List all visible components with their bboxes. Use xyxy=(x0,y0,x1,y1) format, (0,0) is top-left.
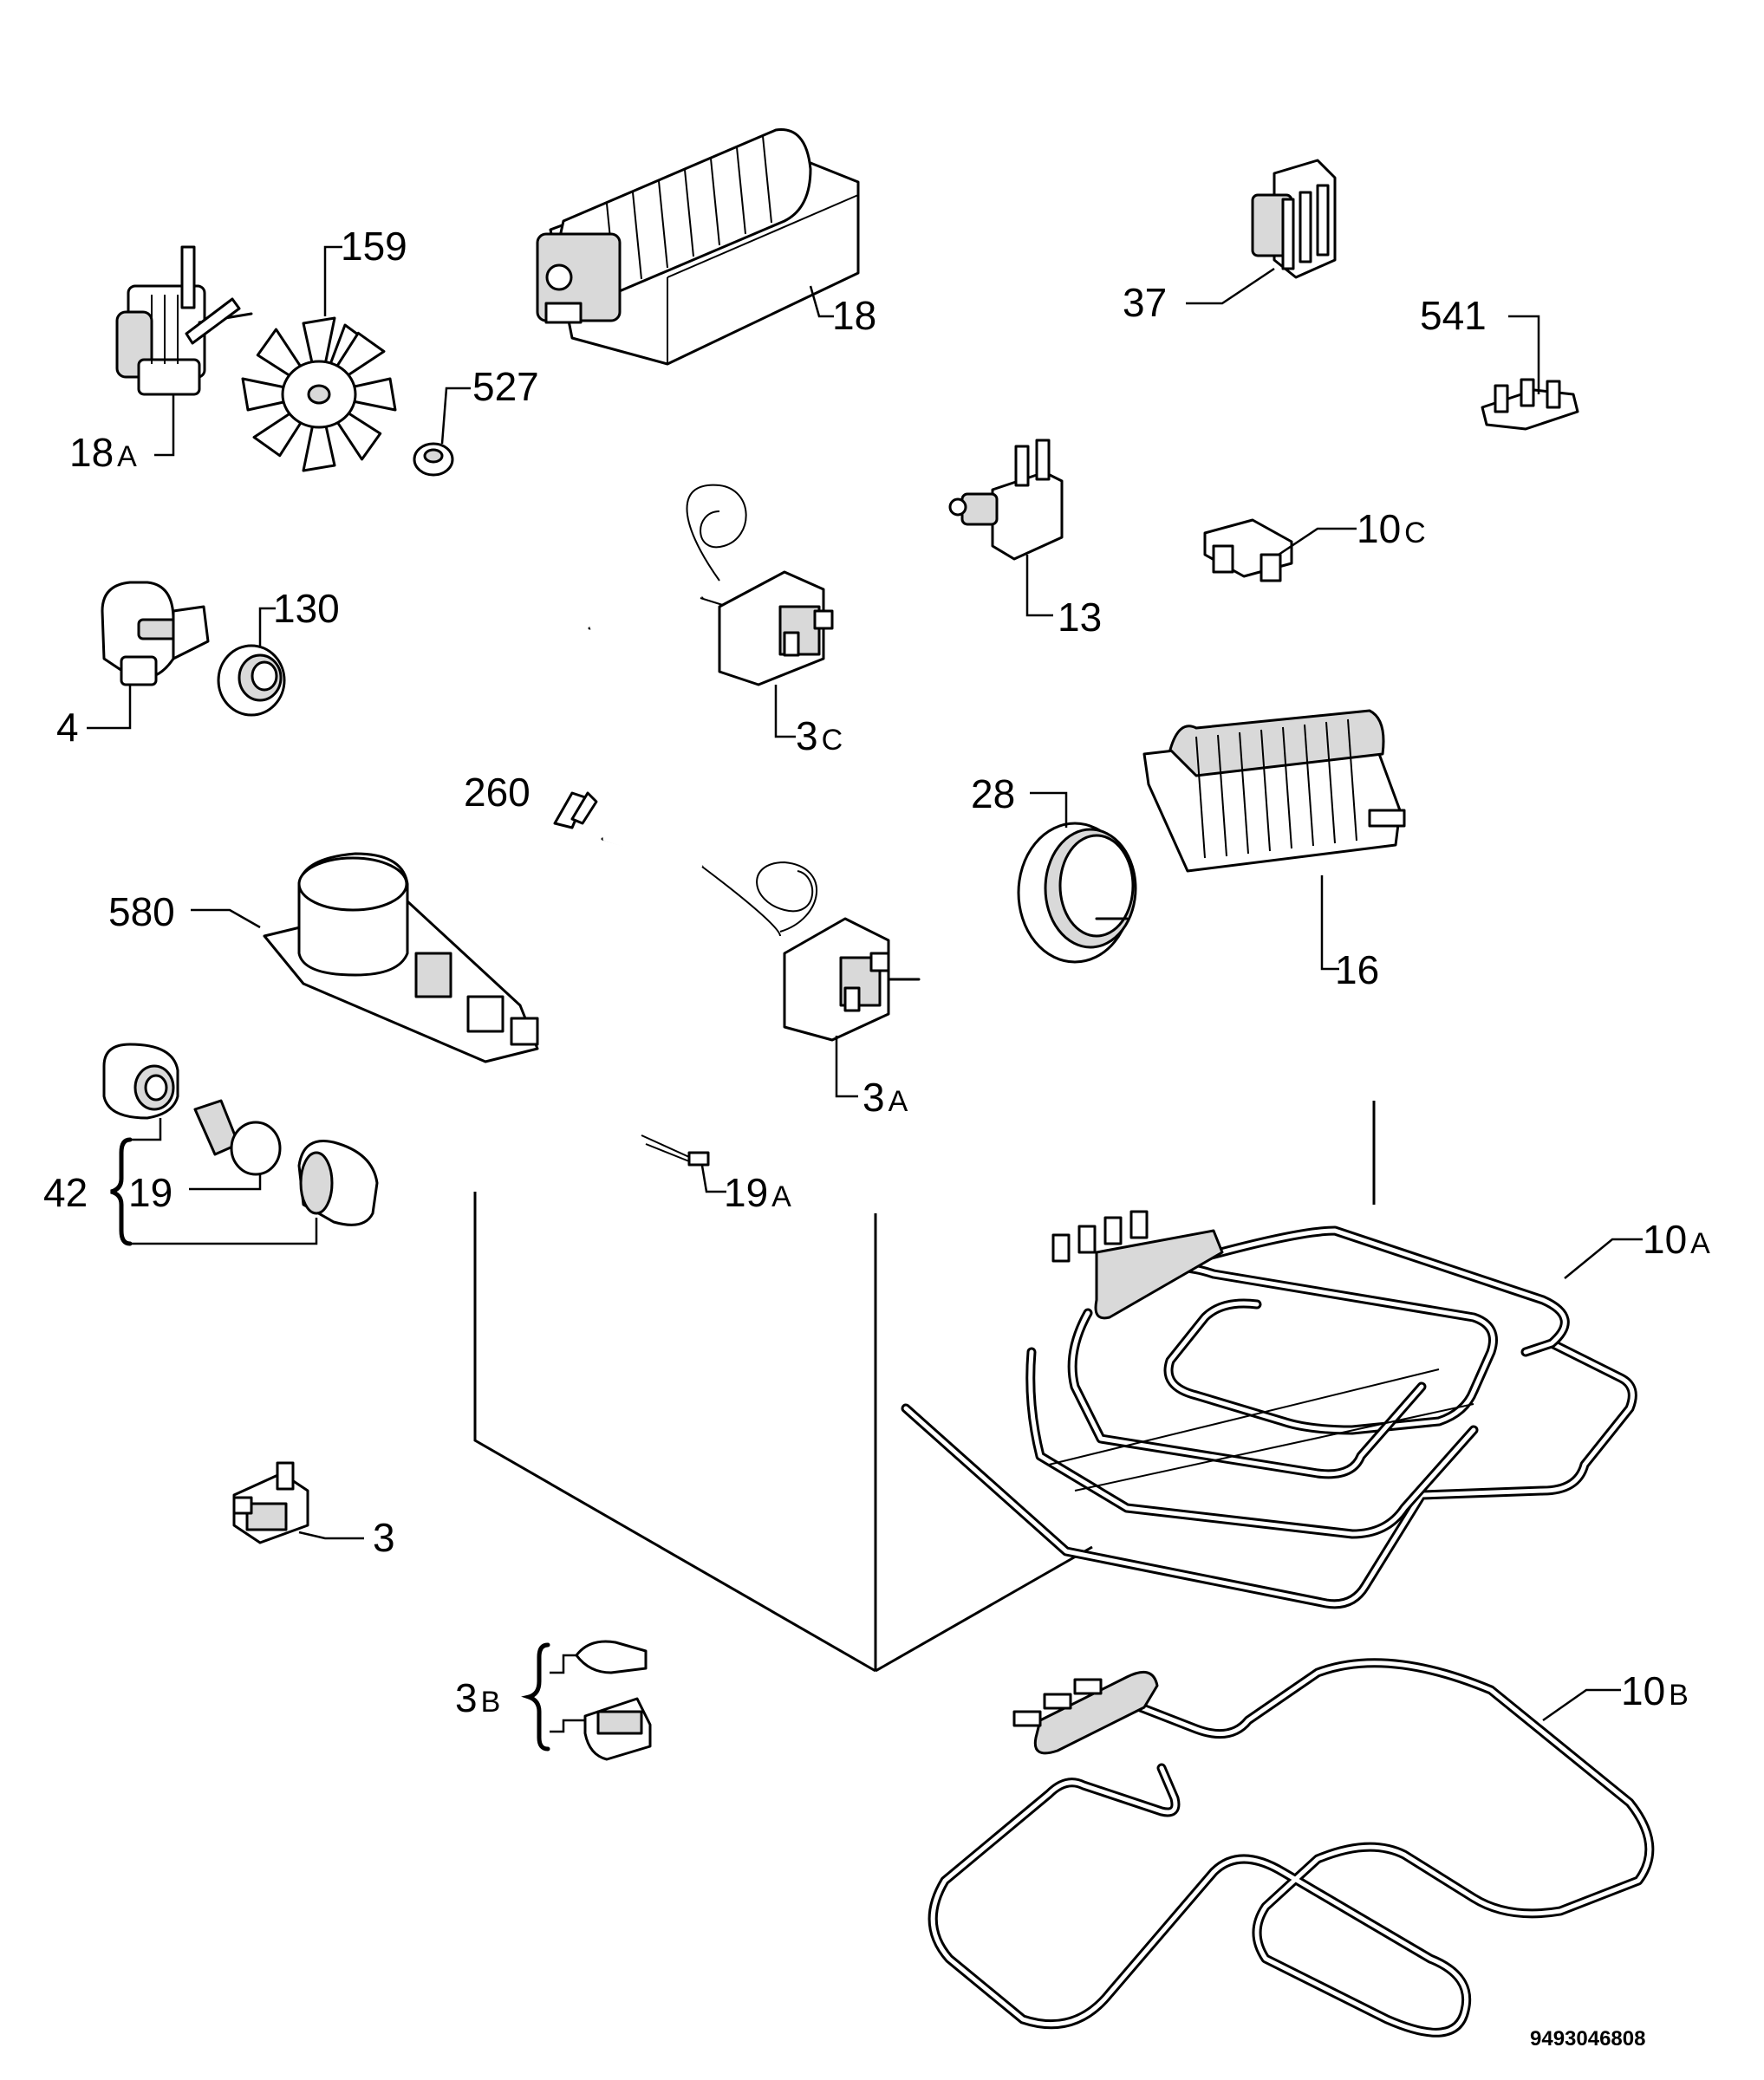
leader-3B-bottom xyxy=(550,1719,585,1733)
door-switch-part xyxy=(1251,159,1337,279)
leader-130 xyxy=(258,607,276,646)
leader-42-cover xyxy=(132,1218,318,1245)
spit-motor-part xyxy=(101,581,210,686)
fan-motor-part xyxy=(115,245,253,396)
leader-3C xyxy=(774,685,796,738)
label-4: 4 xyxy=(56,705,79,750)
lamp-socket-part xyxy=(102,1043,179,1120)
label-13: 13 xyxy=(1058,595,1102,640)
label-3: 3 xyxy=(373,1515,395,1560)
clip-part xyxy=(553,791,598,829)
label-541: 541 xyxy=(1420,293,1487,338)
label-18: 18 xyxy=(832,293,876,338)
leader-10A xyxy=(1564,1238,1643,1279)
microswitch-part xyxy=(948,439,1064,561)
leader-18 xyxy=(809,285,834,318)
leader-13 xyxy=(1025,555,1053,617)
leader-159 xyxy=(323,245,342,316)
fan-blade-part xyxy=(241,316,397,472)
leader-580 xyxy=(191,908,261,929)
bushing-part xyxy=(217,644,286,717)
leader-18A xyxy=(154,394,175,457)
lamp-bulb-part xyxy=(193,1099,282,1176)
leader-42-socket xyxy=(132,1118,162,1141)
label-42: 42 xyxy=(43,1170,88,1215)
wire-connector-part xyxy=(641,1134,710,1167)
leader-3A xyxy=(835,1036,858,1098)
grill-element-part xyxy=(901,1210,1637,1609)
thermostat-3-part xyxy=(232,1461,309,1544)
label-37: 37 xyxy=(1123,280,1167,325)
label-159: 159 xyxy=(341,224,407,269)
leader-3 xyxy=(298,1531,364,1540)
label-19: 19 xyxy=(128,1170,172,1215)
leader-16 xyxy=(1320,875,1339,971)
leader-10B xyxy=(1542,1688,1621,1722)
bracket-3B xyxy=(521,1642,550,1752)
bottom-element-part xyxy=(928,1658,1655,2038)
label-16: 16 xyxy=(1335,947,1379,992)
leader-527 xyxy=(440,387,471,445)
leader-28 xyxy=(1030,791,1068,828)
lamp-cover-part xyxy=(297,1140,379,1226)
tangential-fan-part xyxy=(536,128,860,366)
leader-4 xyxy=(87,685,132,730)
label-580: 580 xyxy=(108,889,175,934)
leader-19 xyxy=(189,1174,262,1191)
door-lock-motor-part xyxy=(263,852,539,1063)
label-260: 260 xyxy=(464,770,531,815)
nut-part xyxy=(413,442,454,477)
thermal-cutout-part xyxy=(575,1640,652,1761)
label-527: 527 xyxy=(472,364,539,409)
timer-part xyxy=(1017,822,1137,964)
label-28: 28 xyxy=(971,771,1015,816)
selector-switch-part xyxy=(1142,709,1406,873)
leader-541 xyxy=(1508,315,1540,394)
leader-19A xyxy=(700,1165,726,1193)
oven-cavity-outline xyxy=(473,1101,1376,1673)
leader-37 xyxy=(1186,267,1275,305)
thermostat-3A-part xyxy=(601,836,921,1042)
connector-part xyxy=(1481,378,1579,431)
drawing-code: 9493046808 xyxy=(1530,2027,1645,2051)
leader-10C xyxy=(1278,527,1357,556)
thermostat-3C-part xyxy=(588,484,834,686)
bracket-42 xyxy=(110,1137,133,1246)
thermal-fuse-part xyxy=(1203,518,1293,582)
leader-3B-top xyxy=(550,1654,576,1674)
label-130: 130 xyxy=(273,586,340,631)
